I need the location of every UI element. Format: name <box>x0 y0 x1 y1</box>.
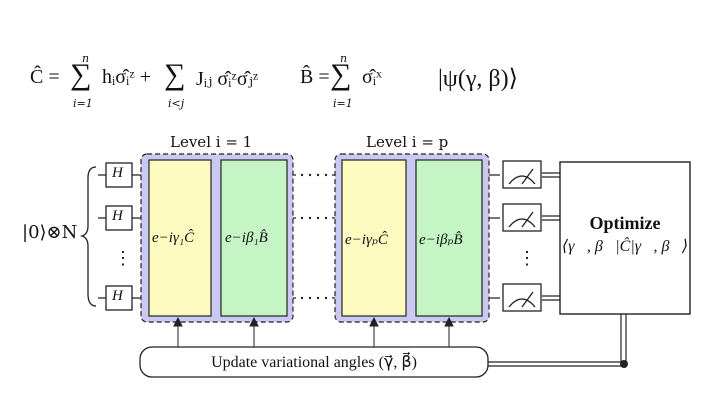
optimizer-expression: ⟨γ⃗, β⃗|Ĉ|γ⃗, β⃗⟩ <box>561 238 689 255</box>
mixer-gate-1 <box>220 159 288 317</box>
optimizer-box <box>559 161 691 315</box>
hadamard-gates <box>105 162 133 311</box>
cost-hamiltonian-lhs: Ĉ = <box>30 66 60 88</box>
vertical-ellipsis: ⋮ <box>114 248 132 269</box>
cost-gate-1-label: e−iγ₁Ĉ <box>152 230 195 246</box>
update-arrows <box>173 316 454 347</box>
mixer-hamiltonian-lhs: B̂ = <box>300 66 330 88</box>
meter-icons <box>508 168 536 308</box>
sum3-lower: i=1 <box>333 97 353 110</box>
optimizer-title: Optimize <box>589 213 661 233</box>
mixer-term: σ̂ᵢˣ <box>362 66 382 88</box>
mixer-gate-p <box>415 159 483 317</box>
hadamard-label: H <box>112 288 123 304</box>
hadamard-label: H <box>112 165 123 181</box>
sum1-upper: n <box>82 52 90 65</box>
cost-term-local: hᵢσ̂ᵢᶻ + <box>102 66 152 88</box>
classical-wires <box>542 172 560 301</box>
cost-gate-1 <box>148 159 212 317</box>
mixer-gate-1-label: e−iβ₁B̂ <box>225 230 268 246</box>
level-1-label: Level i = 1 <box>170 133 253 151</box>
cost-term-coupling: Jᵢⱼ σ̂ᵢᶻσ̂ⱼᶻ <box>196 68 259 90</box>
sum3-upper: n <box>340 52 348 65</box>
feedback-wires <box>488 314 627 367</box>
level-p-label: Level i = p <box>366 133 449 151</box>
ellipsis-dots <box>300 173 328 300</box>
input-state-label: |0⟩⊗N <box>22 222 78 243</box>
cost-gate-p-label: e−iγₚĈ <box>345 232 388 248</box>
sum-symbol: ∑ <box>70 58 92 91</box>
mixer-gate-p-label: e−iβₚB̂ <box>419 232 463 248</box>
update-box <box>139 346 489 378</box>
input-brace <box>79 166 97 307</box>
feedback-junction <box>620 360 628 368</box>
hadamard-label: H <box>112 208 123 224</box>
ellipsis-wires <box>296 173 332 300</box>
sum2-lower: i<j <box>168 97 185 110</box>
sum-symbol: ∑ <box>164 58 186 91</box>
vertical-ellipsis: ⋮ <box>518 248 536 269</box>
update-label: Update variational angles (γ⃗, β⃗) <box>211 354 417 371</box>
sum1-lower: i=1 <box>73 97 93 110</box>
variational-state: |ψ(γ, β)⟩ <box>438 66 518 92</box>
cost-gate-p <box>341 159 407 317</box>
sum-symbol: ∑ <box>330 58 352 91</box>
